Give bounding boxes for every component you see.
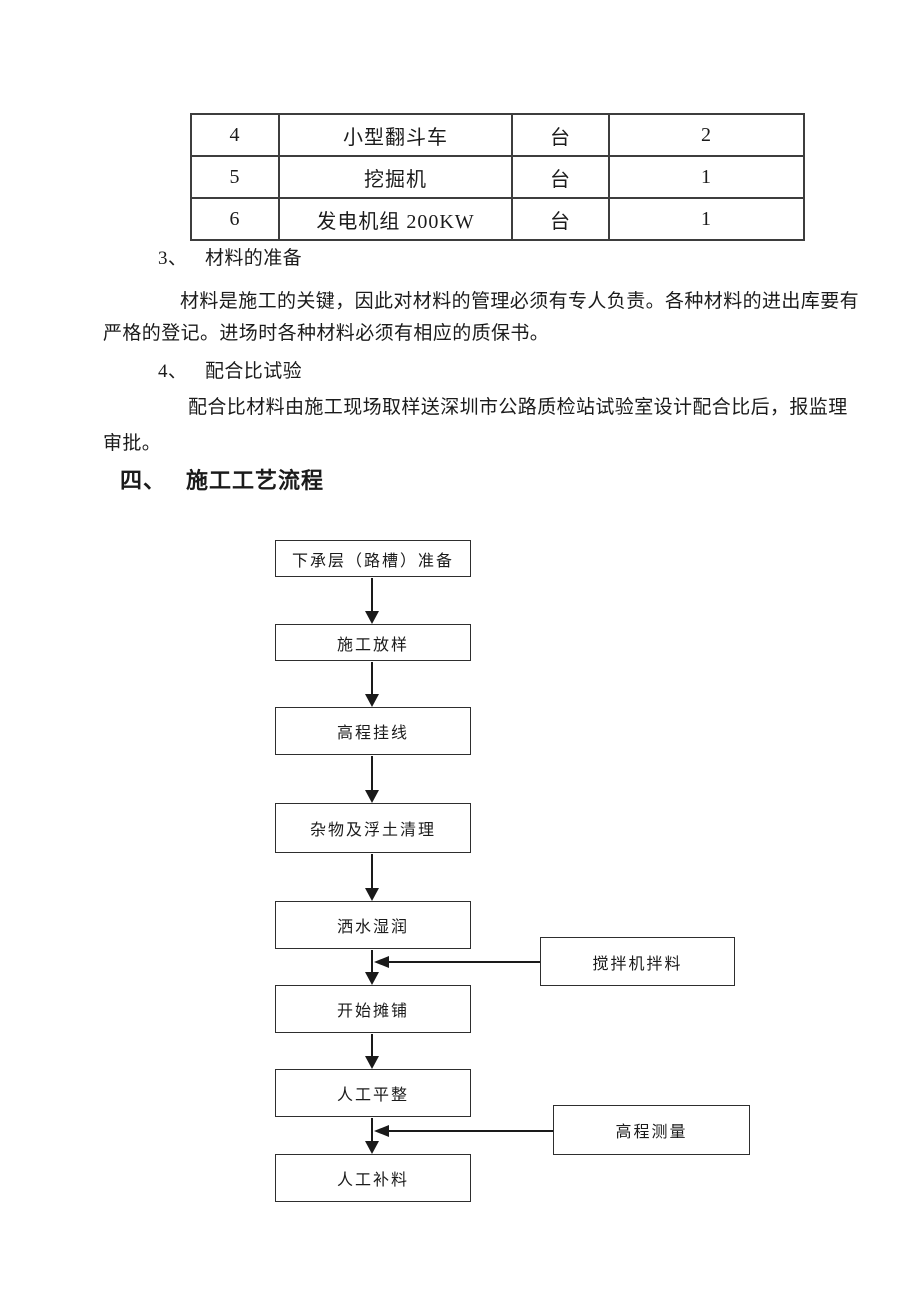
cell-qty: 1 xyxy=(610,199,805,241)
arrow-down-icon xyxy=(365,611,379,624)
list-item-4: 4、配合比试验 xyxy=(158,356,302,383)
flow-connector-line xyxy=(371,950,373,973)
cell-unit: 台 xyxy=(513,199,610,241)
flow-side-mixer: 搅拌机拌料 xyxy=(540,937,735,986)
cell-unit: 台 xyxy=(513,115,610,157)
cell-name: 小型翻斗车 xyxy=(280,115,513,157)
flow-step-1: 下承层（路槽）准备 xyxy=(275,540,471,577)
flow-step-5: 洒水湿润 xyxy=(275,901,471,949)
equipment-table: 4 小型翻斗车 台 2 5 挖掘机 台 1 6 发电机组 200KW 台 1 xyxy=(190,113,805,241)
flow-step-8: 人工补料 xyxy=(275,1154,471,1202)
arrow-down-icon xyxy=(365,790,379,803)
arrow-left-icon xyxy=(374,1125,389,1137)
paragraph-line: 审批。 xyxy=(103,433,162,454)
flow-step-7: 人工平整 xyxy=(275,1069,471,1117)
cell-unit: 台 xyxy=(513,157,610,199)
list-title: 材料的准备 xyxy=(205,248,303,269)
arrow-down-icon xyxy=(365,1056,379,1069)
paragraph-line: 配合比材料由施工现场取样送深圳市公路质检站试验室设计配合比后，报监理 xyxy=(188,397,848,418)
flow-connector-line xyxy=(371,854,373,889)
table-row: 6 发电机组 200KW 台 1 xyxy=(192,199,805,241)
cell-no: 4 xyxy=(192,115,280,157)
cell-qty: 2 xyxy=(610,115,805,157)
table-row: 4 小型翻斗车 台 2 xyxy=(192,115,805,157)
flow-side-elevation-survey: 高程测量 xyxy=(553,1105,750,1155)
heading-marker: 四、 xyxy=(120,468,167,493)
list-title: 配合比试验 xyxy=(205,361,303,382)
cell-name: 发电机组 200KW xyxy=(280,199,513,241)
table-row: 5 挖掘机 台 1 xyxy=(192,157,805,199)
flow-connector-line xyxy=(371,1034,373,1057)
arrow-down-icon xyxy=(365,694,379,707)
list-item-3: 3、材料的准备 xyxy=(158,243,302,270)
flow-connector-line xyxy=(389,1130,553,1132)
flow-step-2: 施工放样 xyxy=(275,624,471,661)
section-heading: 四、施工工艺流程 xyxy=(120,463,324,495)
flow-connector-line xyxy=(371,1118,373,1142)
paragraph-line: 严格的登记。进场时各种材料必须有相应的质保书。 xyxy=(103,323,550,344)
arrow-down-icon xyxy=(365,1141,379,1154)
cell-no: 6 xyxy=(192,199,280,241)
flow-step-6: 开始摊铺 xyxy=(275,985,471,1033)
list-marker: 3、 xyxy=(158,248,188,269)
cell-qty: 1 xyxy=(610,157,805,199)
list-marker: 4、 xyxy=(158,361,188,382)
flow-connector-line xyxy=(371,756,373,791)
flow-step-3: 高程挂线 xyxy=(275,707,471,755)
flow-step-4: 杂物及浮土清理 xyxy=(275,803,471,853)
arrow-down-icon xyxy=(365,888,379,901)
cell-no: 5 xyxy=(192,157,280,199)
arrow-down-icon xyxy=(365,972,379,985)
paragraph-line: 材料是施工的关键，因此对材料的管理必须有专人负责。各种材料的进出库要有 xyxy=(180,291,860,312)
heading-title: 施工工艺流程 xyxy=(186,468,325,493)
flow-connector-line xyxy=(371,578,373,612)
cell-name: 挖掘机 xyxy=(280,157,513,199)
arrow-left-icon xyxy=(374,956,389,968)
flow-connector-line xyxy=(371,662,373,695)
flow-connector-line xyxy=(389,961,540,963)
